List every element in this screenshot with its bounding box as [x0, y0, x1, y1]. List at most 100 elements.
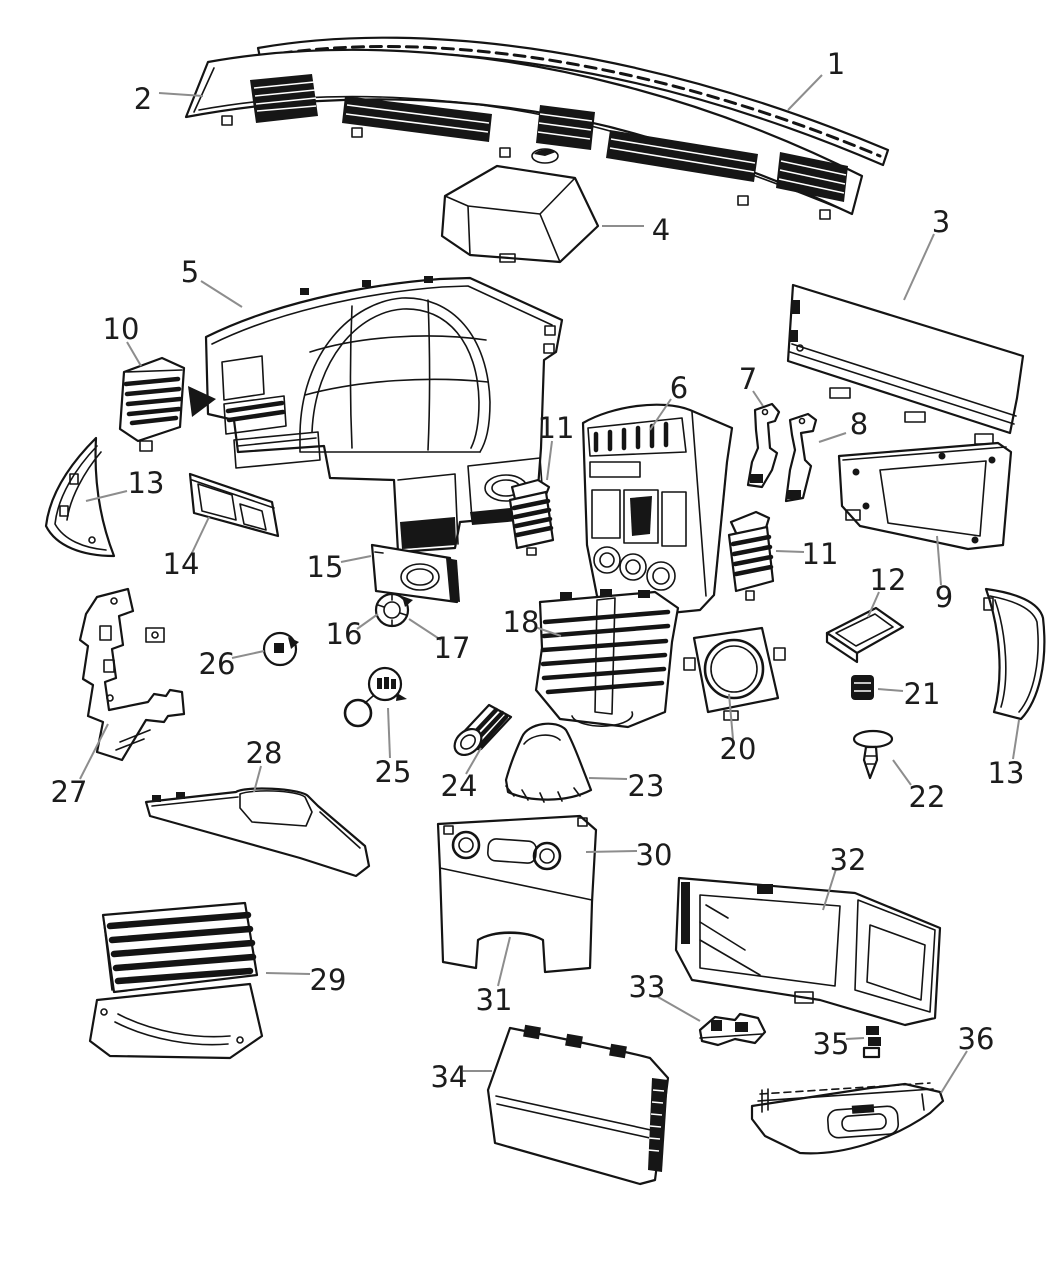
- callout-label-7: 7: [739, 362, 757, 396]
- leader-line-13a: [85, 490, 128, 502]
- part-13-end-cap-left: [44, 436, 116, 558]
- leader-line-13b: [1012, 719, 1020, 760]
- leader-line-5: [200, 280, 243, 308]
- callout-label-10: 10: [103, 312, 140, 346]
- part-3-upper-glovebox-panel: [786, 283, 1025, 445]
- leader-line-11a: [546, 440, 553, 481]
- leader-line-31: [497, 936, 511, 987]
- leader-line-17: [408, 618, 442, 641]
- callout-label-32: 32: [830, 843, 867, 877]
- callout-label-11b: 11: [802, 537, 839, 571]
- part-25-outlet-cap: [343, 666, 407, 728]
- part-12-storage-tray: [825, 606, 905, 664]
- callout-label-13a: 13: [128, 466, 165, 500]
- callout-label-26: 26: [199, 647, 236, 681]
- leader-line-30: [585, 850, 638, 853]
- part-23-column-boot: [504, 722, 593, 803]
- leader-line-20: [728, 693, 734, 740]
- part-10-left-outer-vent: [118, 356, 216, 452]
- part-32-glovebox-bin: [674, 876, 942, 1027]
- part-6-center-stack-bezel: [581, 403, 734, 618]
- part-8-mounting-bracket-right: [784, 412, 818, 503]
- leader-line-16: [356, 613, 379, 630]
- leader-line-1: [787, 74, 823, 111]
- leader-line-2: [158, 92, 204, 97]
- callout-label-23: 23: [628, 769, 665, 803]
- part-21-retainer-clip: [851, 675, 874, 700]
- leader-line-32: [822, 868, 837, 911]
- leader-line-35: [845, 1037, 865, 1040]
- callout-label-17: 17: [434, 631, 471, 665]
- callout-label-28: 28: [246, 736, 283, 770]
- part-11-vent-left-center: [508, 478, 555, 556]
- callout-label-21: 21: [904, 677, 941, 711]
- leader-line-26: [231, 650, 265, 659]
- callout-label-35: 35: [813, 1027, 850, 1061]
- part-5-instrument-panel-base: [204, 276, 564, 554]
- part-13-end-cap-right: [983, 587, 1046, 721]
- leader-line-7: [752, 390, 764, 407]
- leader-line-8: [818, 432, 847, 443]
- callout-label-33: 33: [629, 970, 666, 1004]
- callout-label-25: 25: [375, 755, 412, 789]
- callout-label-12: 12: [870, 563, 907, 597]
- callout-label-30: 30: [636, 838, 673, 872]
- callout-label-3: 3: [932, 205, 950, 239]
- part-36-lower-tray: [750, 1082, 945, 1155]
- part-4-display-hood: [440, 164, 600, 264]
- callout-label-13b: 13: [988, 756, 1025, 790]
- part-28-lower-knee-trim: [144, 787, 371, 878]
- part-30-31-console-cover: [436, 814, 598, 974]
- leader-line-15: [340, 555, 372, 563]
- leader-line-11b: [775, 550, 805, 553]
- leader-line-28: [253, 765, 262, 793]
- part-29-floor-duct-grille: [88, 901, 264, 1060]
- leader-line-25: [387, 707, 391, 759]
- callout-label-14: 14: [163, 547, 200, 581]
- leader-line-21: [877, 688, 904, 692]
- part-15-switch-panel: [370, 543, 460, 604]
- callout-label-22: 22: [909, 780, 946, 814]
- callout-label-36: 36: [958, 1022, 995, 1056]
- callout-label-4: 4: [652, 213, 670, 247]
- part-11-vent-right-center: [727, 510, 775, 601]
- callout-label-20: 20: [720, 732, 757, 766]
- callout-label-31: 31: [476, 983, 513, 1017]
- leader-line-18: [534, 626, 562, 637]
- callout-label-8: 8: [850, 407, 868, 441]
- leader-line-9: [936, 535, 942, 586]
- part-18-lower-silencer-panel: [534, 589, 680, 729]
- part-26-grommet: [262, 631, 299, 667]
- leader-line-29: [265, 972, 311, 975]
- leader-line-12: [867, 591, 880, 618]
- callout-label-27: 27: [51, 775, 88, 809]
- callout-label-2: 2: [134, 82, 152, 116]
- leader-line-23: [588, 777, 628, 780]
- part-14-cluster-bezel: [188, 472, 280, 538]
- callout-label-9: 9: [935, 580, 953, 614]
- part-27-side-support-bracket: [78, 587, 186, 762]
- leader-line-22: [892, 759, 912, 786]
- part-20-speaker-bracket: [683, 626, 786, 721]
- leader-line-27: [79, 723, 109, 780]
- callout-label-5: 5: [181, 255, 199, 289]
- part-24-power-outlet: [453, 703, 513, 757]
- callout-label-16: 16: [326, 617, 363, 651]
- part-34-glovebox-door: [486, 1024, 670, 1186]
- callout-label-29: 29: [310, 963, 347, 997]
- callout-label-11a: 11: [538, 411, 575, 445]
- callout-label-34: 34: [431, 1060, 468, 1094]
- callout-label-6: 6: [670, 371, 688, 405]
- part-33-glovebox-latch: [698, 1012, 767, 1047]
- leader-line-3: [903, 233, 935, 301]
- callout-label-15: 15: [307, 550, 344, 584]
- part-22-push-pin-fastener: [852, 729, 894, 780]
- leader-line-24: [465, 747, 482, 775]
- leader-line-36: [940, 1050, 968, 1094]
- leader-line-33: [657, 996, 701, 1022]
- part-7-mounting-bracket-left: [746, 402, 781, 489]
- part-2-defroster-grille-panel: [184, 48, 864, 220]
